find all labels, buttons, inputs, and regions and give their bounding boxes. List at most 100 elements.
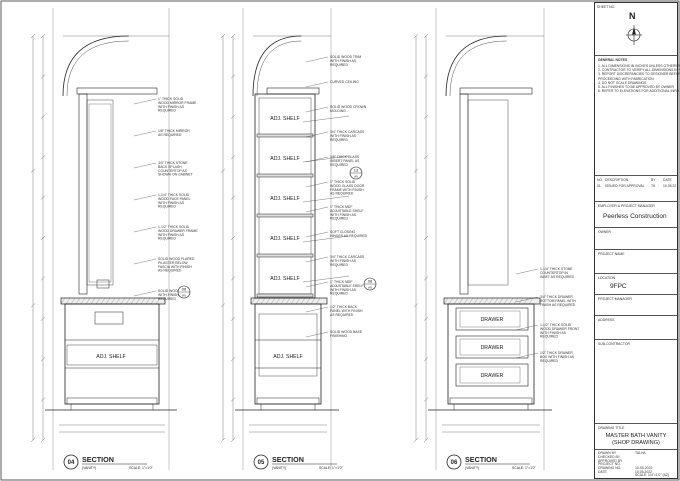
dimension-tick bbox=[230, 235, 236, 241]
hatch bbox=[280, 297, 286, 305]
dimension-tick bbox=[413, 303, 419, 308]
countertop bbox=[250, 297, 328, 305]
scale-text: SCALE: 1/4"=1'0" (A2) bbox=[635, 473, 669, 477]
leader-line bbox=[305, 131, 329, 138]
address-label: ADDRESS bbox=[598, 318, 615, 322]
hatch bbox=[145, 297, 151, 305]
owner-label: OWNER bbox=[598, 230, 611, 234]
hatch bbox=[125, 297, 131, 305]
dimension-tick bbox=[40, 114, 46, 119]
dimension-tick bbox=[40, 33, 46, 39]
dimension-tick bbox=[423, 155, 429, 160]
section-sub: (VANITY) bbox=[465, 466, 479, 470]
shelf-label: ADJ. SHELF bbox=[273, 354, 302, 360]
leader-line bbox=[133, 98, 157, 105]
drawing-title-line-1: MASTER BATH VANITY bbox=[605, 433, 667, 439]
hatch bbox=[130, 297, 136, 305]
base-door bbox=[258, 313, 318, 377]
leader-line bbox=[133, 258, 157, 265]
company-name: Peerless Construction bbox=[603, 213, 667, 220]
crown-molding bbox=[76, 87, 158, 95]
curved-ceiling-inner bbox=[256, 40, 302, 97]
hatch bbox=[305, 297, 311, 305]
base-plinth bbox=[66, 397, 158, 405]
drawer-label: DRAWER bbox=[481, 373, 504, 379]
drawer-label: DRAWER bbox=[481, 345, 504, 351]
sink-basin bbox=[94, 311, 124, 325]
dimension-tick bbox=[413, 33, 419, 39]
leader-line bbox=[305, 231, 329, 238]
hatch bbox=[150, 297, 156, 305]
hatch bbox=[260, 297, 266, 305]
info-label: DRAWING NO. bbox=[598, 466, 622, 471]
dimension-tick bbox=[40, 74, 46, 79]
location-label: LOCATION bbox=[598, 276, 616, 280]
leader-line bbox=[515, 268, 539, 275]
section-scale: SCALE: 1"=1'0" bbox=[319, 466, 343, 470]
hatch bbox=[300, 297, 306, 305]
drawer-box bbox=[459, 310, 521, 328]
dimension-tick bbox=[30, 168, 36, 173]
dimension-tick bbox=[30, 437, 36, 443]
hatch bbox=[453, 297, 459, 305]
dimension-tick bbox=[220, 437, 226, 443]
hatch bbox=[135, 297, 141, 305]
hatch bbox=[140, 297, 146, 305]
project-label: PROJECT NAME bbox=[598, 252, 625, 256]
section-number-bubble bbox=[446, 454, 462, 470]
hatch bbox=[473, 297, 479, 305]
hatch bbox=[115, 297, 121, 305]
hatch bbox=[80, 297, 86, 305]
hatch bbox=[508, 297, 514, 305]
dimension-tick bbox=[40, 357, 46, 362]
dimension-tick bbox=[423, 316, 429, 321]
faucet bbox=[96, 279, 110, 289]
drawer-front bbox=[455, 335, 529, 359]
dimension-tick bbox=[230, 437, 236, 443]
drawer-label: DRAWER bbox=[481, 317, 504, 323]
leader-line bbox=[305, 106, 329, 113]
general-note: 5. ALL FINISHES TO BE APPROVED BY OWNER bbox=[598, 85, 674, 89]
shelf-label: ADJ. SHELF bbox=[270, 236, 299, 242]
hatch bbox=[105, 297, 111, 305]
drawer-box bbox=[459, 338, 521, 356]
hatch bbox=[255, 297, 261, 305]
project-manager-label: PROJECT MANAGER bbox=[598, 297, 632, 301]
hatch bbox=[270, 297, 276, 305]
leader-line bbox=[305, 206, 329, 213]
shelf-label: ADJ. SHELF bbox=[96, 354, 125, 360]
dimension-tick bbox=[40, 155, 46, 160]
dimension-tick bbox=[40, 397, 46, 402]
hatch bbox=[295, 297, 301, 305]
dimension-tick bbox=[230, 316, 236, 321]
dimension-tick bbox=[423, 357, 429, 362]
revision-header-cell: DATE bbox=[663, 178, 672, 182]
revision-cell: ISSUED FOR APPROVAL bbox=[605, 184, 645, 188]
hatch bbox=[498, 297, 504, 305]
dimension-tick bbox=[423, 195, 429, 200]
leader-line bbox=[133, 226, 157, 233]
leader-line bbox=[302, 195, 350, 203]
hatch bbox=[70, 297, 76, 305]
hatch bbox=[95, 297, 101, 305]
dimension-tick bbox=[230, 155, 236, 160]
hatch bbox=[310, 297, 316, 305]
hatch bbox=[513, 297, 519, 305]
hatch bbox=[155, 297, 161, 305]
title-block: SHEET NO. N GENERAL NOTES 1. ALL DIMENSI… bbox=[594, 2, 680, 479]
curved-ceiling-inner bbox=[66, 40, 129, 97]
hatch bbox=[290, 297, 296, 305]
dimension-tick bbox=[220, 168, 226, 173]
glass-shelf bbox=[256, 133, 314, 138]
hatch bbox=[528, 297, 534, 305]
section-number: 04 bbox=[68, 460, 75, 466]
glass-shelf bbox=[256, 253, 314, 258]
